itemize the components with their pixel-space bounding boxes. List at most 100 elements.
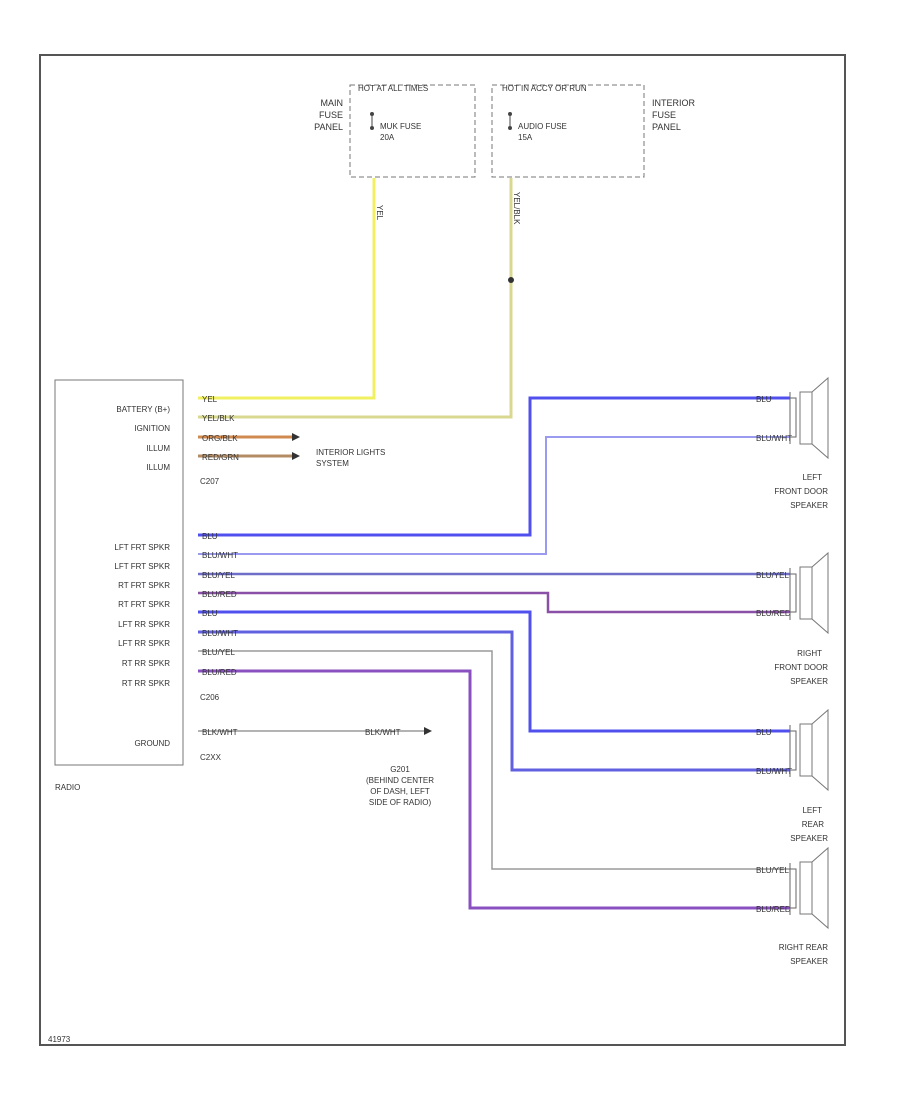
speaker-right-rear [789,846,829,930]
radio-label: RADIO [55,783,80,792]
wire-label-illum-2: RED/GRN [202,453,239,462]
fuse-terminal [370,126,374,130]
wire-label-lr-minus: BLU/WHT [202,629,238,638]
radio-pin-illum-1: ILLUM [146,444,170,453]
diagram-frame [39,54,846,1046]
wire-yel-feed [198,178,376,400]
speaker-lf-label-1: LEFT [802,473,822,482]
speaker-terminal-icon [789,568,797,620]
wire-label-rr-minus: BLU/RED [202,668,237,677]
splice-point [508,277,514,283]
wire-label-ignition: YEL/BLK [202,414,235,423]
speaker-wire-label-lf-minus: BLU/WHT [756,434,792,443]
speaker-left-front [789,376,829,460]
connector-arrow [292,433,300,441]
wire-rf-minus [198,591,790,614]
wire-label-rf-minus: BLU/RED [202,590,237,599]
wire-label-illum-1: ORG/BLK [202,434,238,443]
radio-pin-ignition: IGNITION [134,424,170,433]
speaker-lf-label-3: SPEAKER [790,501,828,510]
speaker-lf-label-2: FRONT DOOR [774,487,828,496]
speaker-wire-label-rr-minus: BLU/RED [756,905,791,914]
speaker-terminal-icon [789,725,797,777]
interior-fuse-panel-box [491,84,645,178]
radio-pin-ground: GROUND [134,739,170,748]
fuse-terminal [508,126,512,130]
wire-label-rr-plus: BLU/YEL [202,648,235,657]
speaker-terminal-icon [789,863,797,915]
radio-pin-lf-1: LFT FRT SPKR [114,543,170,552]
speaker-rr-label-1: RIGHT REAR [779,943,828,952]
speaker-rf-label-2: FRONT DOOR [774,663,828,672]
wire-lf-plus [198,396,790,537]
interior-fuse-header: HOT IN ACCY OR RUN [502,84,587,93]
speaker-lr-label-3: SPEAKER [790,834,828,843]
speaker-magnet-icon [799,861,813,915]
connector-c207: C207 [200,477,220,486]
wire-label-ground-left: BLK/WHT [202,728,238,737]
wire-rr-minus [198,669,790,910]
interior-fuse-rating: 15A [518,133,533,142]
wire-label-battery: YEL [202,395,218,404]
interior-fuse-side-label-2: FUSE [652,110,676,120]
wire-label-lf-plus: BLU [202,532,218,541]
speaker-magnet-icon [799,391,813,445]
speaker-cone-icon [811,846,829,930]
speaker-rf-label-3: SPEAKER [790,677,828,686]
interior-lights-label-2: SYSTEM [316,459,349,468]
wire-yel-blk-vertical-label: YEL/BLK [512,192,521,225]
ground-note-4: SIDE OF RADIO) [369,798,432,807]
speaker-left-rear [789,708,829,792]
radio-pin-lf-2: LFT FRT SPKR [114,562,170,571]
radio-pin-illum-2: ILLUM [146,463,170,472]
wire-lr-plus [198,610,790,733]
speaker-wire-label-rf-plus: BLU/YEL [756,571,789,580]
wire-lf-minus [198,436,790,555]
speaker-cone-icon [811,376,829,460]
speaker-wire-label-lf-plus: BLU [756,395,772,404]
speaker-terminal-icon [789,392,797,444]
speaker-lr-label-2: REAR [802,820,824,829]
radio-pin-rr-2: RT RR SPKR [122,679,170,688]
radio-pin-lr-1: LFT RR SPKR [118,620,170,629]
main-fuse-label: MUK FUSE [380,122,421,131]
speaker-rr-label-2: SPEAKER [790,957,828,966]
connector-c206: C206 [200,693,220,702]
main-fuse-side-label-2: FUSE [319,110,343,120]
connector-arrow [292,452,300,460]
ground-note-2: (BEHIND CENTER [366,776,434,785]
radio-pin-lr-2: LFT RR SPKR [118,639,170,648]
radio: BATTERY (B+) IGNITION ILLUM ILLUM C207 L… [54,379,222,792]
wire-rr-plus [198,650,790,870]
main-fuse-rating: 20A [380,133,395,142]
diagram-code: 41973 [48,1035,71,1044]
interior-fuse-label: AUDIO FUSE [518,122,567,131]
speaker-magnet-icon [799,723,813,777]
interior-fuse-panel: HOT IN ACCY OR RUN AUDIO FUSE 15A INTERI… [491,84,696,178]
main-fuse-side-label-1: MAIN [321,98,344,108]
main-fuse-side-label-3: PANEL [314,122,343,132]
speaker-magnet-icon [799,566,813,620]
wire-yel-blk-feed [198,178,513,419]
wire-lr-minus [198,630,790,772]
speaker-wire-label-rf-minus: BLU/RED [756,609,791,618]
wire-label-lr-plus: BLU [202,609,218,618]
speaker-rf-label-1: RIGHT [797,649,822,658]
connector-arrow [424,727,432,735]
speaker-cone-icon [811,551,829,635]
main-fuse-panel-box [349,84,476,178]
fuse-terminal [370,112,374,116]
fuse-terminal [508,112,512,116]
speaker-cone-icon [811,708,829,792]
radio-box [54,379,184,766]
wire-label-lf-minus: BLU/WHT [202,551,238,560]
main-fuse-header: HOT AT ALL TIMES [358,84,428,93]
ground-note-1: G201 [390,765,410,774]
connector-c2xx: C2XX [200,753,222,762]
wire-label-ground-right: BLK/WHT [365,728,401,737]
ground-note-3: OF DASH, LEFT [370,787,430,796]
speaker-right-front [789,551,829,635]
radio-pin-rf-2: RT FRT SPKR [118,600,170,609]
wire-yel-vertical-label: YEL [375,205,384,221]
